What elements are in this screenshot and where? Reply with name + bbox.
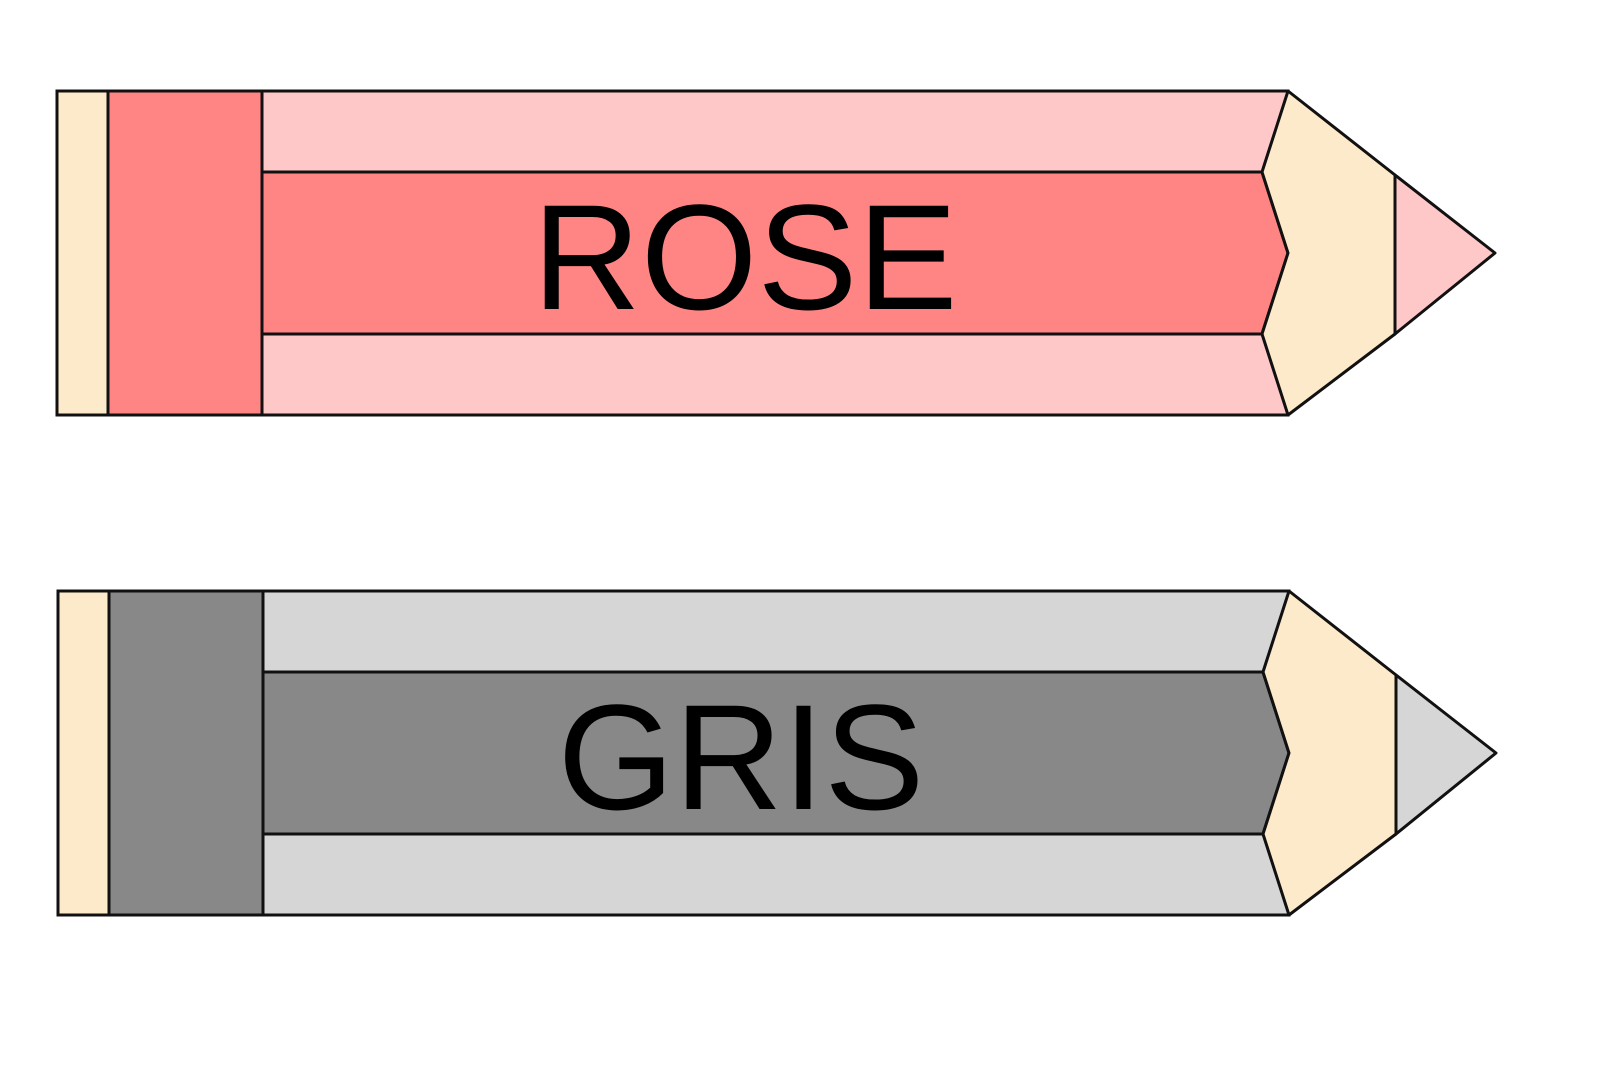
pencil-end-cap bbox=[56, 589, 111, 917]
pencil-ferrule bbox=[107, 589, 265, 917]
pencil-end-cap bbox=[55, 89, 110, 417]
pencil-label: GRIS bbox=[558, 673, 925, 841]
pencil-gris: GRIS bbox=[56, 589, 1498, 917]
pencil-ferrule bbox=[106, 89, 264, 417]
pencil-label: ROSE bbox=[532, 173, 957, 341]
pencil-rose: ROSE bbox=[55, 89, 1497, 417]
pencil-lead-tip bbox=[1393, 173, 1497, 336]
pencil-lead-tip bbox=[1394, 673, 1498, 836]
